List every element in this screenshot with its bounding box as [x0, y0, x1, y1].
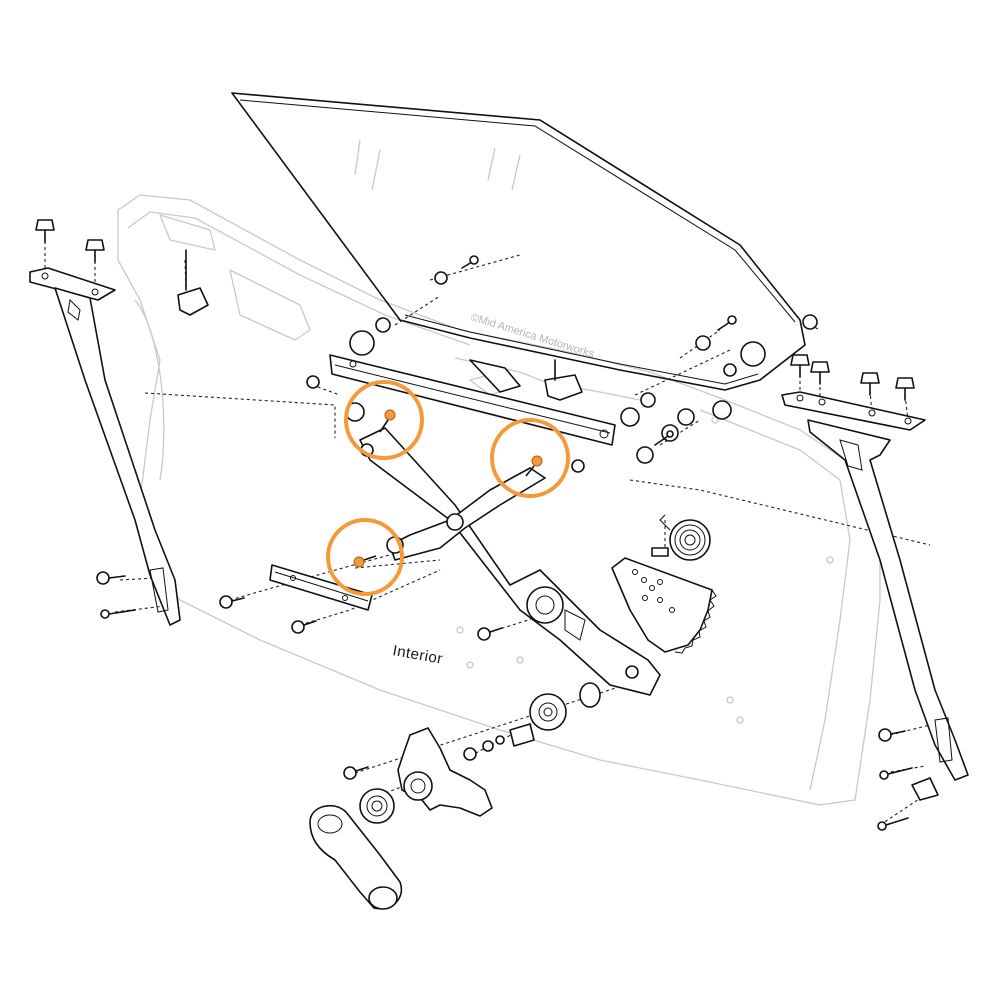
- washer-icon: [640, 392, 656, 408]
- screw-icon: [477, 627, 503, 641]
- nut-icon: [740, 341, 766, 367]
- regulator-arms: [359, 427, 661, 696]
- clip-bracket: [911, 777, 939, 801]
- left-guide-channel: [29, 267, 181, 626]
- bolt-icon: [895, 377, 915, 401]
- screw-icon: [96, 571, 126, 585]
- highlighted-bolt-lower: [326, 518, 404, 596]
- screw-icon: [461, 255, 479, 269]
- washer-icon: [695, 335, 711, 351]
- lift-channel-rail: [329, 354, 616, 446]
- right-guide-channel: [781, 391, 969, 781]
- screw-icon: [343, 766, 369, 780]
- highlighted-bolt-upper-left: [344, 380, 424, 460]
- screw-icon: [219, 595, 245, 609]
- washer-icon: [620, 407, 640, 427]
- window-glass: [231, 92, 806, 391]
- nut-icon: [571, 459, 585, 473]
- bolt-icon: [810, 361, 830, 385]
- washer-icon: [434, 271, 448, 285]
- clip-bracket: [544, 374, 583, 401]
- counterbalance-spring: [651, 514, 711, 561]
- screw-icon: [877, 817, 909, 831]
- hardware: [35, 219, 939, 831]
- bolt-icon: [85, 239, 105, 263]
- highlighted-bolt-upper-right: [490, 418, 570, 498]
- washer-icon: [802, 314, 818, 330]
- window-crank-assembly: [309, 682, 601, 910]
- washer-icon: [677, 408, 695, 426]
- screw-icon: [879, 767, 913, 780]
- gear-sector: [611, 557, 717, 654]
- screw-icon: [878, 728, 906, 742]
- nut-icon: [349, 330, 375, 356]
- screw-icon: [717, 315, 737, 331]
- clip-bracket: [177, 287, 209, 316]
- bolt-icon: [860, 372, 880, 396]
- lower-mounting-bracket: [269, 564, 373, 611]
- nut-icon: [712, 400, 732, 420]
- nut-icon: [306, 375, 320, 389]
- bolt-icon: [790, 354, 810, 378]
- screw-icon: [100, 609, 136, 619]
- bolt-icon: [35, 219, 55, 243]
- highlighted-callouts: [326, 380, 570, 596]
- screw-icon: [291, 620, 317, 634]
- washer-icon: [375, 317, 391, 333]
- screw-icon: [654, 430, 674, 446]
- washer-icon: [723, 363, 737, 377]
- washer-icon: [636, 446, 654, 464]
- interior-label: Interior: [391, 642, 444, 668]
